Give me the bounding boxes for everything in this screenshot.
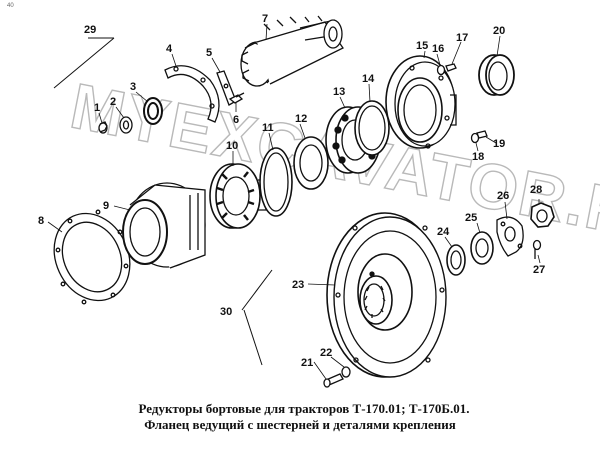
callout-28: 28 [530,184,542,196]
callout-numbers: 1 2 3 4 5 6 7 8 9 10 11 12 13 14 15 16 1… [38,13,545,369]
callout-25: 25 [465,212,477,224]
part-1-bolt [98,121,108,134]
callout-19: 19 [493,138,505,150]
caption-line-2: Фланец ведущий с шестерней и деталями кр… [144,417,456,432]
callout-21: 21 [301,357,313,369]
part-3-seal [143,97,163,125]
callout-26: 26 [497,190,509,202]
part-27-bolt [532,239,542,259]
callout-6: 6 [233,114,239,126]
callout-1: 1 [94,102,100,114]
part-10-bearing [209,163,267,229]
part-19-bolt [476,130,488,139]
callout-16: 16 [432,43,444,55]
part-14-snap-ring [354,100,390,156]
callout-15: 15 [416,40,428,52]
part-23-drive-flange [326,212,447,378]
part-17-bolt [445,63,457,72]
callout-8: 8 [38,215,44,227]
part-9-cup [122,182,206,269]
part-22-washer [341,366,351,378]
callout-11: 11 [262,122,274,134]
callout-29: 29 [84,24,96,36]
callout-5: 5 [206,47,212,59]
callout-9: 9 [103,200,109,212]
callout-4: 4 [166,43,173,55]
callout-2: 2 [110,96,116,108]
callout-3: 3 [130,81,136,93]
callout-18: 18 [472,151,484,163]
callout-7: 7 [262,13,268,25]
callout-12: 12 [295,113,307,125]
callout-23: 23 [292,279,304,291]
callout-27: 27 [533,264,545,276]
callout-22: 22 [320,347,332,359]
part-28-nut [530,202,555,228]
caption-line-1: Редукторы бортовые для тракторов Т-170.0… [138,401,470,416]
part-11-ring [259,147,293,217]
part-4-half-ring [164,65,220,123]
part-7-gear-shaft [240,15,344,87]
group-lines [53,37,273,366]
part-2-washer [119,116,133,134]
callout-13: 13 [333,86,345,98]
callout-14: 14 [362,73,375,85]
corner-mark: 40 [7,3,14,9]
callout-10: 10 [226,140,238,152]
part-6-bolt [228,92,245,104]
part-26-lock-plate [496,216,524,257]
part-24-ring [446,244,466,276]
callout-20: 20 [493,25,505,37]
part-20-seal [478,54,515,96]
part-21-bolt [323,373,344,388]
callout-17: 17 [456,32,468,44]
part-12-spacer [293,136,329,190]
part-15-housing [385,55,457,149]
callout-30: 30 [220,306,232,318]
part-25-washer [470,231,494,265]
part-16-washer [436,64,446,76]
callout-24: 24 [437,226,450,238]
leader-lines [47,23,541,380]
